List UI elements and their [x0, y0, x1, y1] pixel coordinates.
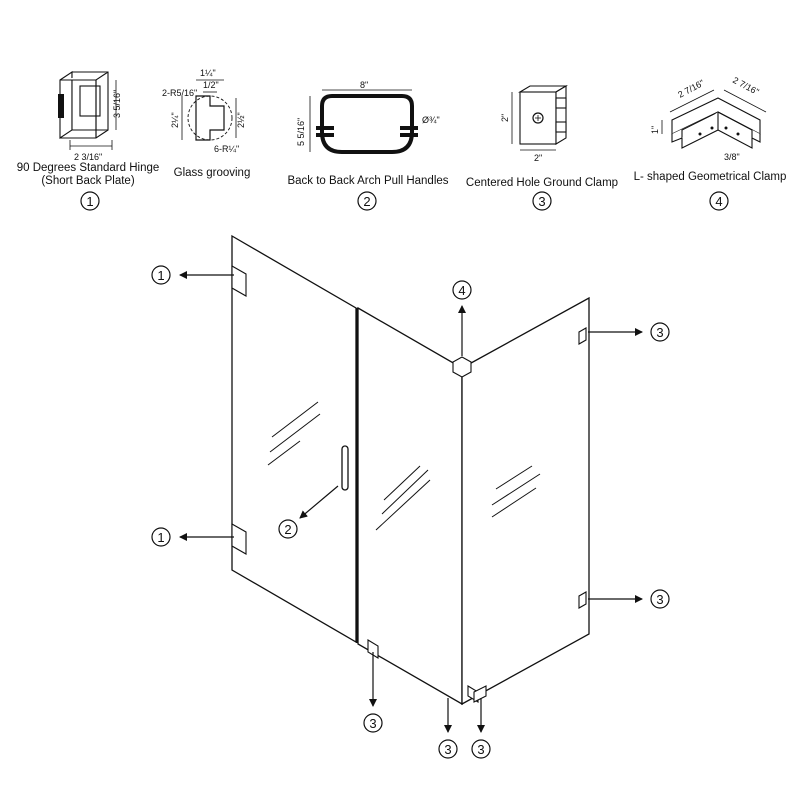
- hinge-name: 90 Degrees Standard Hinge: [17, 162, 160, 174]
- svg-text:3: 3: [656, 592, 663, 607]
- grooving-dim-inner: 1/2": [203, 80, 219, 90]
- svg-text:1: 1: [157, 268, 164, 283]
- pull-handle-component: 8" 5 5/16" Ø¾" Back to Back Arch Pull Ha…: [287, 80, 449, 211]
- hinge-bottom: [231, 523, 247, 555]
- hinge-number: 1: [86, 194, 93, 209]
- glass-grooving-drawing: [181, 79, 237, 141]
- svg-text:4: 4: [458, 283, 465, 298]
- return-clamp-top: [578, 327, 587, 345]
- clamp-dim-width: 2": [534, 153, 542, 163]
- handle-number-circle: [357, 191, 377, 211]
- hinge-top: [231, 265, 247, 297]
- l-clamp-drawing: [661, 89, 767, 149]
- hinge-drawing: [58, 70, 117, 150]
- handle-number: 2: [363, 194, 370, 209]
- lclamp-name: L- shaped Geometrical Clamp: [634, 171, 787, 183]
- callout-floor-clamp-corner-left: 3: [438, 698, 458, 759]
- floor-clamp-corner-right: [473, 685, 487, 703]
- grooving-dim-right: 2½": [236, 112, 246, 128]
- door-handle: [341, 445, 349, 491]
- ground-clamp-drawing: [511, 85, 568, 151]
- lclamp-number: 4: [715, 194, 722, 209]
- lclamp-number-circle: [709, 191, 729, 211]
- corner-l-clamp: [452, 356, 472, 378]
- clamp-name: Centered Hole Ground Clamp: [466, 177, 618, 189]
- floor-clamp-front: [367, 639, 379, 659]
- handle-name: Back to Back Arch Pull Handles: [287, 175, 448, 187]
- callout-top-clamp: 4: [452, 280, 472, 356]
- door-panel: [231, 234, 357, 644]
- pull-handle-drawing: [309, 89, 418, 154]
- ground-clamp-component: 2" 2" Centered Hole Ground Clamp 3: [466, 85, 618, 211]
- svg-text:3: 3: [477, 742, 484, 757]
- callout-handle: 2: [278, 485, 339, 539]
- return-clamp-bottom: [578, 591, 587, 609]
- svg-text:3: 3: [444, 742, 451, 757]
- hinge-subname: (Short Back Plate): [41, 175, 134, 187]
- callout-floor-clamp-corner-right: 3: [471, 698, 491, 759]
- door-reflection: [267, 401, 321, 466]
- front-panel-reflection: [375, 465, 431, 531]
- clamp-dim-height: 2": [500, 114, 510, 122]
- lclamp-dim-thickness: 3/8": [724, 152, 740, 162]
- clamp-number: 3: [538, 194, 545, 209]
- grooving-dim-radius-bottom: 6-R¼": [214, 144, 239, 154]
- grooving-name: Glass grooving: [174, 167, 251, 179]
- glass-grooving-component: 1¼" 1/2" 2-R5/16" 2¼" 2½" 6-R¼" Glass gr…: [162, 68, 250, 179]
- svg-text:1: 1: [157, 530, 164, 545]
- hinge-dim-height: 3 5/16": [112, 90, 122, 118]
- grooving-dim-radius-top: 2-R5/16": [162, 88, 197, 98]
- hinge-component: 2 3/16" 3 5/16" 90 Degrees Standard Hing…: [17, 70, 160, 211]
- handle-dim-length: 8": [360, 80, 368, 90]
- lclamp-dim-right: 2 7/16": [731, 75, 761, 97]
- l-clamp-component: 2 7/16" 2 7/16" 1" 3/8" L- shaped Geomet…: [634, 75, 787, 211]
- grooving-dim-left: 2¼": [170, 112, 180, 128]
- enclosure: [231, 234, 590, 706]
- svg-text:3: 3: [656, 325, 663, 340]
- callout-hinge-top: 1: [151, 265, 234, 285]
- return-panel-reflection: [491, 465, 541, 518]
- svg-text:3: 3: [369, 716, 376, 731]
- hinge-number-circle: [80, 191, 100, 211]
- return-panel: [461, 296, 590, 706]
- lclamp-dim-height: 1": [650, 126, 660, 134]
- callout-right-clamp-bottom: 3: [588, 589, 670, 609]
- handle-dim-height: 5 5/16": [296, 118, 306, 146]
- clamp-number-circle: [532, 191, 552, 211]
- hinge-dim-width: 2 3/16": [74, 152, 102, 162]
- grooving-dim-top: 1¼": [200, 68, 216, 78]
- callout-floor-clamp-front: 3: [363, 652, 383, 733]
- svg-text:2: 2: [284, 522, 291, 537]
- callout-right-clamp-top: 3: [588, 322, 670, 342]
- callout-hinge-bottom: 1: [151, 527, 234, 547]
- handle-dim-diameter: Ø¾": [422, 115, 440, 125]
